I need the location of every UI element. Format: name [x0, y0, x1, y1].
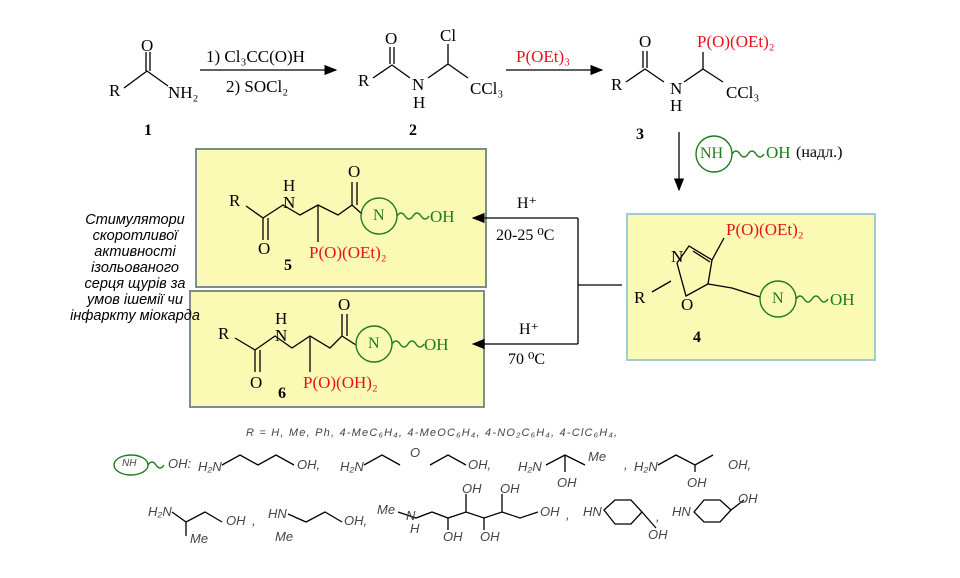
a8-n: HN	[583, 504, 602, 519]
c5-amine-N: N	[373, 207, 385, 224]
compound-number-4: 4	[693, 329, 701, 346]
c4-R: R	[634, 288, 646, 307]
a9-n: HN	[672, 504, 691, 519]
legend-amine-key-oh: OH:	[168, 456, 192, 471]
c2-R: R	[358, 71, 370, 90]
a2-n: H₂N	[340, 459, 364, 474]
c3-P: P(O)(OEt)₂	[697, 32, 775, 51]
c2-Cl: Cl	[440, 26, 457, 45]
a7-oh-top2: OH	[500, 481, 520, 496]
a4-oh2: OH	[687, 475, 707, 490]
c5-R: R	[229, 191, 241, 210]
compound-number-1: 1	[144, 122, 152, 139]
a5-n: H₂N	[148, 504, 172, 519]
c6-R: R	[218, 324, 230, 343]
a9-oh: OH	[738, 491, 758, 506]
a2-oh: OH,	[468, 457, 492, 472]
a7-sep: ,	[566, 507, 570, 522]
c5-O2: O	[348, 162, 361, 181]
c6-OH: OH	[424, 335, 449, 354]
c5-H: H	[283, 176, 296, 195]
box-compound-4	[626, 213, 876, 361]
c6-O2: O	[338, 295, 351, 314]
a3-sep: ,	[624, 457, 628, 472]
c6-H: H	[275, 309, 288, 328]
c2-O: O	[385, 29, 398, 48]
c3-N: N	[670, 79, 683, 98]
a3-oh: OH	[557, 475, 577, 490]
compound-number-6: 6	[278, 385, 286, 402]
c2-H: H	[413, 93, 426, 112]
a5-me: Me	[190, 531, 209, 546]
a2-o: O	[410, 445, 421, 460]
c4-O-ring: O	[681, 295, 694, 314]
acid-upper: H⁺	[517, 195, 537, 212]
c1-R: R	[109, 81, 121, 100]
activity-note: Стимулятори скоротливої активності ізоль…	[70, 212, 200, 324]
a7-oh-bot2: OH	[480, 529, 500, 544]
a6-oh: OH,	[344, 513, 368, 528]
legend-amine-key-nh: NH	[122, 458, 137, 469]
c6-amine-N: N	[368, 335, 380, 352]
condition-lower: 70 ⁰C	[508, 351, 546, 368]
c4-N-ring: N	[671, 247, 684, 266]
c3-CCl3: CCl₃	[726, 83, 760, 102]
c1-O: O	[141, 36, 154, 55]
c5-OH: OH	[430, 207, 455, 226]
a5-oh: OH	[226, 513, 246, 528]
a7-me: Me	[377, 502, 396, 517]
reagent-step1-line2: 2) SOCl₂	[226, 77, 289, 96]
a4-oh1: OH,	[728, 457, 752, 472]
c4-OH: OH	[830, 290, 855, 309]
c6-P: P(O)(OH)₂	[303, 373, 378, 392]
box-compound-5	[195, 148, 487, 288]
legend-r-groups: R = H, Me, Ph, 4-MeC₆H₄, 4-MeOC₆H₄, 4-NO…	[246, 427, 619, 439]
a3-me: Me	[588, 449, 607, 464]
c2-CCl3: CCl₃	[470, 79, 504, 98]
c6-O1: O	[250, 373, 263, 392]
c6-N: N	[275, 326, 288, 345]
a6-me: Me	[275, 529, 294, 544]
reagent-step1-line1: 1) Cl₃CC(O)H	[206, 47, 305, 66]
c3-O: O	[639, 32, 652, 51]
a5-sep: ,	[252, 513, 256, 528]
a7-n: N	[406, 508, 416, 523]
condition-upper: 20-25 ⁰C	[496, 227, 555, 244]
c4-P: P(O)(OEt)₂	[726, 220, 804, 239]
reagent-step2: P(OEt)₃	[516, 47, 571, 66]
a7-h: H	[410, 521, 420, 536]
reagent-amine-nh: NH	[700, 145, 724, 162]
reagent-excess: (надл.)	[796, 144, 843, 161]
box-compound-6	[189, 290, 485, 408]
c2-N: N	[412, 75, 425, 94]
acid-lower: H⁺	[519, 321, 539, 338]
compound-number-5: 5	[284, 257, 292, 274]
a8-oh: OH	[648, 527, 668, 542]
a3-n: H₂N	[518, 459, 542, 474]
c5-N: N	[283, 193, 296, 212]
c3-R: R	[611, 75, 623, 94]
c1-NH2: NH₂	[168, 83, 199, 102]
a6-n: HN	[268, 506, 287, 521]
a7-oh-end: OH	[540, 504, 560, 519]
reagent-amine-oh: OH	[766, 143, 791, 162]
a1-n: H₂N	[198, 459, 222, 474]
a7-oh-top1: OH	[462, 481, 482, 496]
c4-amine-N: N	[772, 290, 784, 307]
c5-P: P(O)(OEt)₂	[309, 243, 387, 262]
c3-H: H	[670, 96, 683, 115]
compound-number-3: 3	[636, 126, 644, 143]
compound-number-2: 2	[409, 122, 417, 139]
a4-n: H₂N	[634, 459, 658, 474]
a7-oh-bot1: OH	[443, 529, 463, 544]
a8-sep: ,	[656, 509, 660, 524]
a1-oh: OH,	[297, 457, 321, 472]
c5-O1: O	[258, 239, 271, 258]
